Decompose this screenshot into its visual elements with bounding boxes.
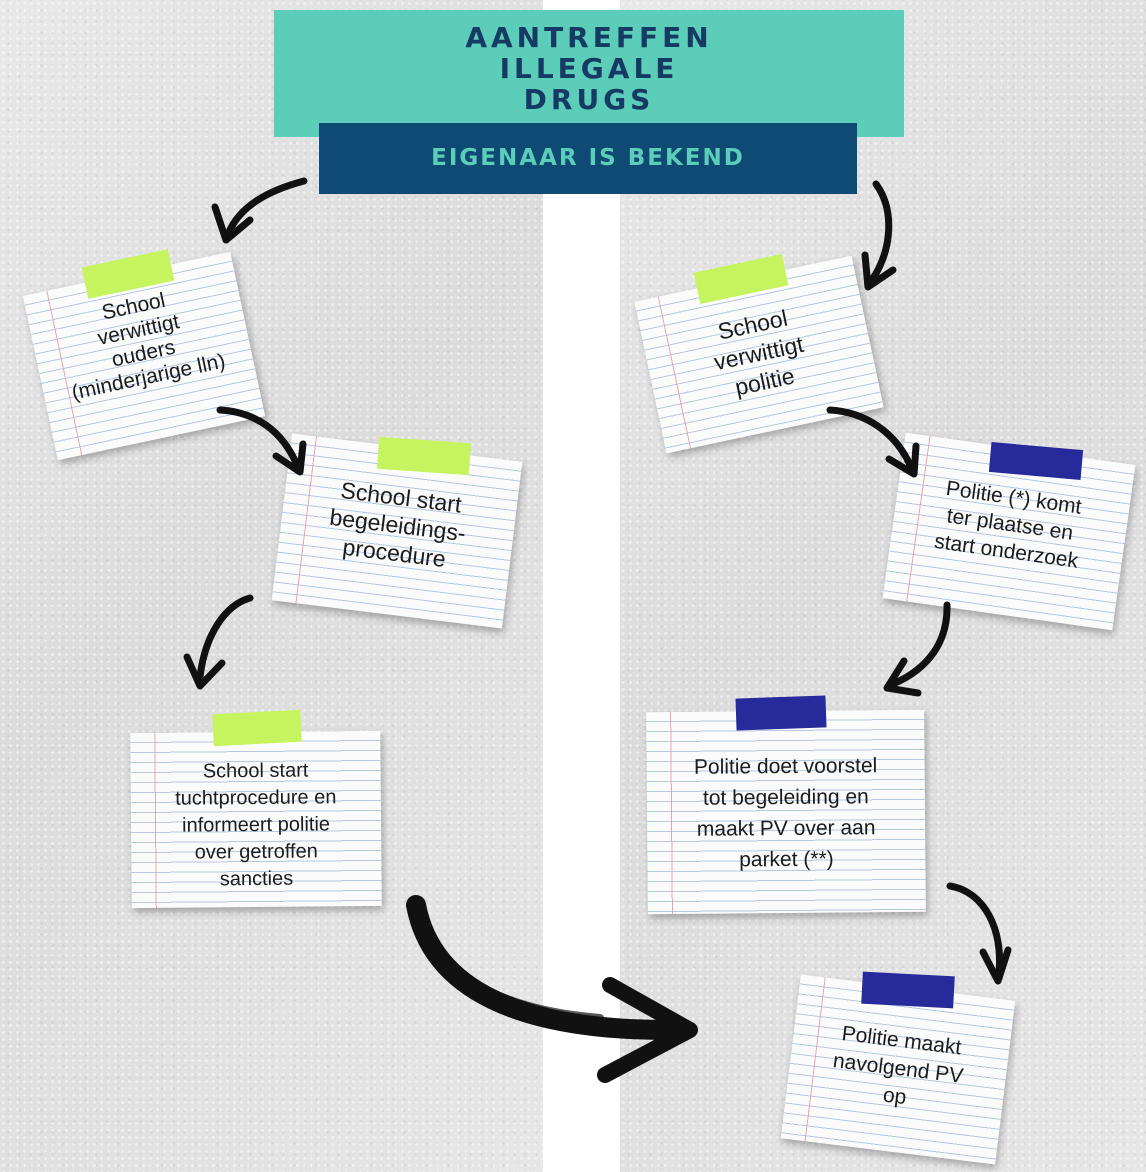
title-line-3: DRUGS bbox=[523, 83, 655, 116]
title-line-1: AANTREFFEN bbox=[465, 21, 713, 54]
arrow-to-voorstel bbox=[883, 601, 951, 697]
arrow-cross-column bbox=[406, 895, 698, 1083]
title-line-2: ILLEGALE bbox=[499, 52, 679, 85]
subtitle-banner: EIGENAAR IS BEKEND bbox=[319, 123, 857, 194]
arrow-to-begeleiding bbox=[216, 406, 307, 476]
subtitle-text: EIGENAAR IS BEKEND bbox=[431, 145, 745, 171]
arrow-to-navolgend bbox=[946, 882, 1012, 985]
arrow-to-politie-komt bbox=[826, 406, 920, 478]
arrow-to-ouders bbox=[211, 177, 308, 244]
arrow-to-school-politie bbox=[861, 180, 897, 291]
title-banner: AANTREFFEN ILLEGALE DRUGS bbox=[274, 10, 904, 137]
arrow-to-tucht bbox=[183, 594, 254, 690]
